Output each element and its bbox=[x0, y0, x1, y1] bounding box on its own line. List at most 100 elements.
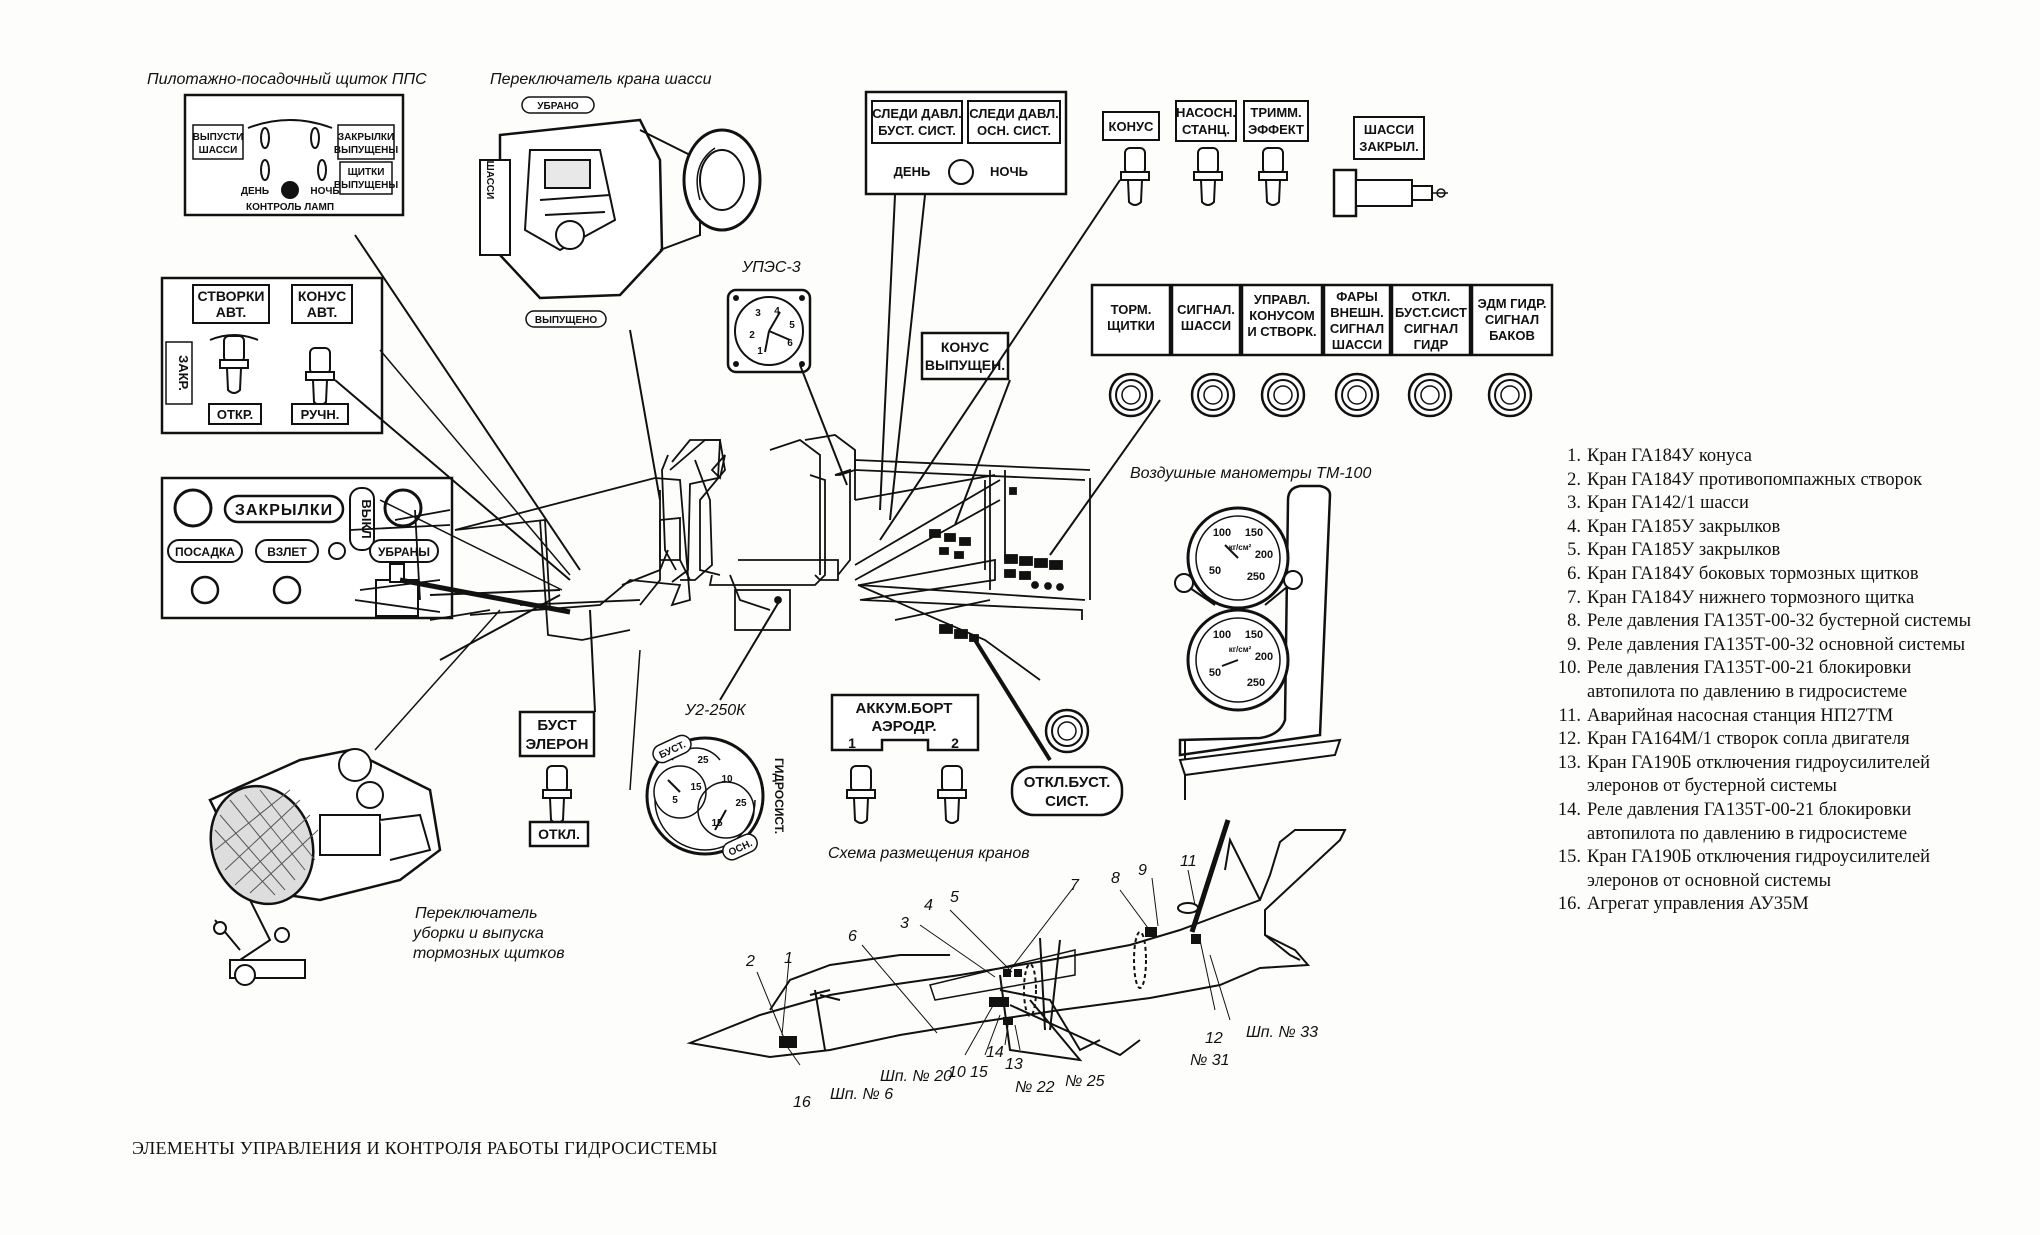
closed-label: ЗАКР. bbox=[176, 355, 191, 391]
legend-item-number: 8. bbox=[1567, 611, 1581, 632]
boost-aileron-2: ЭЛЕРОН bbox=[526, 736, 589, 753]
lamp-bulb bbox=[1260, 372, 1306, 418]
flaps-auto-2: АВТ. bbox=[216, 304, 247, 320]
legend-item-number: 2. bbox=[1567, 469, 1581, 490]
pressure-warning-panel: СЛЕДИ ДАВЛ. БУСТ. СИСТ. СЛЕДИ ДАВЛ. ОСН.… bbox=[864, 90, 1068, 196]
lamp-cone-3: И СТВОРК. bbox=[1247, 324, 1316, 339]
legend-item: 7.Кран ГА184У нижнего тормозного щитка bbox=[1553, 587, 1973, 611]
legend-item: 9.Реле давления ГА135Т-00-32 основной си… bbox=[1553, 634, 1973, 658]
u2-title: У2-250К bbox=[684, 702, 747, 719]
cone-auto-1: КОНУС bbox=[298, 288, 346, 304]
boost-off-1: ОТКЛ.БУСТ. bbox=[1024, 774, 1111, 791]
manometers-title: Воздушные манометры ТМ-100 bbox=[1130, 465, 1371, 482]
legend-item-number: 9. bbox=[1567, 634, 1581, 655]
brake-switch-title-1: Переключатель bbox=[415, 905, 538, 922]
legend-item-number: 14. bbox=[1557, 799, 1581, 820]
upes-title: УПЭС-3 bbox=[741, 259, 801, 276]
main-pressure-1: СЛЕДИ ДАВЛ. bbox=[969, 106, 1059, 121]
callout-6: 6 bbox=[848, 928, 857, 945]
gear-side-label: ШАССИ bbox=[484, 161, 495, 200]
legend-item-number: 1. bbox=[1567, 446, 1581, 466]
boost-aileron-1: БУСТ bbox=[537, 717, 576, 734]
mano-tick: 250 bbox=[1247, 571, 1265, 583]
legend-item-text: Реле давления ГА135Т-00-32 бустерной сис… bbox=[1587, 611, 1972, 632]
flaps-auto-1: СТВОРКИ bbox=[198, 288, 265, 304]
legend-item-number: 12. bbox=[1557, 729, 1581, 750]
valve-scheme-title: Схема размещения кранов bbox=[828, 845, 1030, 862]
gear-switch-panel: УБРАНО ШАССИ ВЫПУЩЕНО bbox=[479, 96, 762, 328]
pump-toggle[interactable] bbox=[1193, 147, 1223, 206]
upes-tick: 4 bbox=[774, 306, 780, 317]
legend-item-text: Аварийная насосная станция НП27ТМ bbox=[1587, 705, 1894, 726]
lamp-lights-1: ФАРЫ bbox=[1336, 289, 1378, 304]
lamp-lights-2: ВНЕШН. bbox=[1330, 305, 1384, 320]
boost-off-lamp bbox=[1044, 708, 1090, 754]
frame-6: Шп. № 6 bbox=[830, 1086, 893, 1103]
callout-1: 1 bbox=[784, 950, 793, 967]
u2-tick: 10 bbox=[721, 774, 733, 785]
legend-item-text: Кран ГА184У нижнего тормозного щитка bbox=[1587, 587, 1915, 608]
legend-item: 5.Кран ГА185У закрылков bbox=[1553, 539, 1973, 563]
figure-caption: ЭЛЕМЕНТЫ УПРАВЛЕНИЯ И КОНТРОЛЯ РАБОТЫ ГИ… bbox=[132, 1138, 718, 1158]
legend-item-number: 13. bbox=[1557, 752, 1581, 773]
u2-tick: 5 bbox=[672, 795, 678, 806]
legend-item-text: Кран ГА185У закрылков bbox=[1587, 516, 1781, 537]
cone-switch-label: КОНУС bbox=[1109, 119, 1155, 134]
accum-two: 2 bbox=[951, 735, 959, 751]
flaps-label: ЗАКРЫЛКИ bbox=[235, 502, 333, 519]
u2-tick: 15 bbox=[690, 782, 702, 793]
flaps-off-label: ВЫКЛ bbox=[359, 499, 374, 538]
callout-10: 10 bbox=[948, 1064, 966, 1081]
aircraft-silhouette bbox=[686, 829, 1347, 1062]
legend-item-number: 16. bbox=[1557, 894, 1581, 915]
callout-2: 2 bbox=[745, 953, 755, 970]
brake-switch-title-2: уборки и выпуска bbox=[412, 925, 544, 942]
trim-switch-label-1: ТРИММ. bbox=[1250, 105, 1301, 120]
gear-closed-label-2: ЗАКРЫЛ. bbox=[1359, 139, 1419, 154]
lamp-boost-off-1: ОТКЛ. bbox=[1412, 289, 1451, 304]
cone-toggle[interactable] bbox=[1120, 147, 1150, 206]
legend-item-number: 10. bbox=[1557, 658, 1581, 679]
pps-title: Пилотажно-посадочный щиток ППС bbox=[147, 71, 427, 88]
pressure-night: НОЧЬ bbox=[990, 164, 1028, 179]
lamp-bulb bbox=[1487, 372, 1533, 418]
boost-pressure-1: СЛЕДИ ДАВЛ. bbox=[872, 106, 962, 121]
lamp-cone-2: КОНУСОМ bbox=[1249, 308, 1315, 323]
mano-tick: 50 bbox=[1209, 565, 1221, 577]
legend-item: 1.Кран ГА184У конуса bbox=[1553, 445, 1973, 469]
flaps-panel: ЗАКРЫЛКИ ВЫКЛ ПОСАДКА ВЗЛЕТ УБРАНЫ bbox=[160, 476, 454, 620]
upes-gauge: 3 4 5 6 2 1 bbox=[726, 288, 812, 374]
legend-item-number: 5. bbox=[1567, 540, 1581, 561]
brake-switch-title-3: тормозных щитков bbox=[413, 945, 565, 962]
trim-toggle[interactable] bbox=[1258, 147, 1288, 206]
gear-switch-title: Переключатель крана шасси bbox=[490, 71, 712, 88]
brake-switch-handle[interactable] bbox=[194, 748, 442, 986]
u2-side-label: ГИДРОСИСТ. bbox=[772, 758, 786, 834]
accum-one: 1 bbox=[848, 735, 856, 751]
legend-item-number: 15. bbox=[1557, 847, 1581, 868]
lamp-boost-off-3: СИГНАЛ bbox=[1404, 321, 1458, 336]
signal-lamps: ТОРМ. ЩИТКИ СИГНАЛ. ШАССИ УПРАВЛ. КОНУСО… bbox=[1090, 283, 1554, 418]
frame-22: № 22 bbox=[1015, 1079, 1055, 1096]
main-pressure-2: ОСН. СИСТ. bbox=[977, 123, 1051, 138]
accum-toggle-2[interactable] bbox=[937, 765, 967, 824]
legend-item: 14.Реле давления ГА135Т-00-21 блокировки… bbox=[1553, 799, 1973, 846]
lamp-gear-2: ШАССИ bbox=[1181, 318, 1231, 333]
frame-25: № 25 bbox=[1065, 1073, 1105, 1090]
boost-aileron-toggle[interactable] bbox=[542, 765, 572, 824]
callout-8: 8 bbox=[1111, 870, 1120, 887]
legend-item-number: 11. bbox=[1558, 705, 1581, 726]
u2-tick: 25 bbox=[735, 798, 747, 809]
aircraft-callout-leaders bbox=[756, 819, 1231, 1066]
lamp-lights-4: ШАССИ bbox=[1332, 337, 1382, 352]
callout-9: 9 bbox=[1138, 862, 1147, 879]
gear-closed-switch[interactable] bbox=[1332, 168, 1448, 218]
legend-item: 13.Кран ГА190Б отключения гидроусилителе… bbox=[1553, 752, 1973, 799]
gear-down-label: ВЫПУЩЕНО bbox=[535, 315, 598, 326]
cone-out-1: КОНУС bbox=[941, 339, 989, 355]
frame-20: Шп. № 20 bbox=[880, 1068, 952, 1085]
legend-item: 3.Кран ГА142/1 шасси bbox=[1553, 492, 1973, 516]
accum-toggle-1[interactable] bbox=[846, 765, 876, 824]
